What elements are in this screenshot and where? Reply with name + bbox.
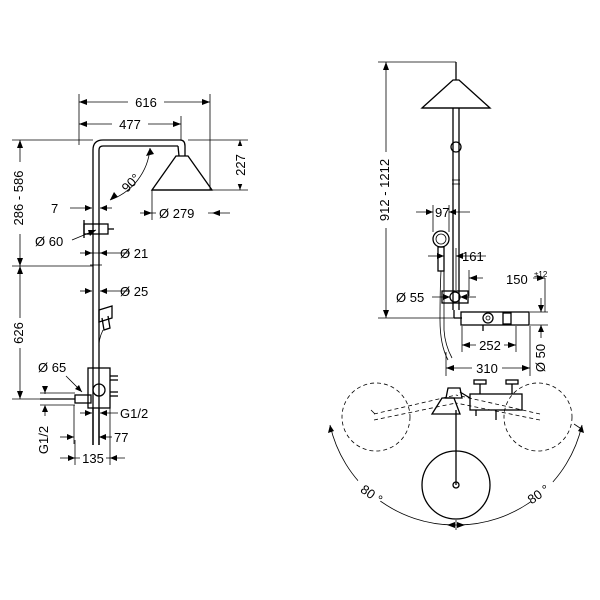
dim-252-label: 252 [479, 338, 501, 353]
dim-279-label: Ø 279 [159, 206, 194, 221]
dim-g12-left: G1/2 [36, 386, 51, 454]
dim-161-label: 161 [462, 249, 484, 264]
swing-circle-right [503, 382, 573, 452]
dim-d55-label: Ø 55 [396, 290, 424, 305]
dim-626: 626 [11, 266, 40, 400]
dim-477-label: 477 [119, 117, 141, 132]
dim-97: 97 [416, 205, 470, 232]
dim-d25-label: Ø 25 [120, 284, 148, 299]
dim-97-label: 97 [435, 205, 449, 220]
dim-310-label: 310 [476, 361, 498, 376]
swing-circle-left [341, 382, 411, 452]
thermostat-front [441, 290, 530, 331]
hand-shower-front [432, 230, 450, 272]
hose [98, 329, 104, 351]
hand-shower-holder [98, 305, 113, 331]
dim-d55: Ø 55 [396, 290, 476, 305]
dim-227: 227 [188, 139, 248, 191]
dim-g12-right: G1/2 [80, 406, 148, 421]
wall-connection [40, 392, 92, 406]
dim-77: 77 [60, 405, 128, 445]
dim-626-label: 626 [11, 322, 26, 344]
dim-616: 616 [78, 94, 211, 190]
dim-477: 477 [79, 116, 182, 140]
dim-912-1212-label: 912 - 1212 [377, 159, 392, 221]
head-top-view [421, 450, 491, 520]
dim-279: Ø 279 [140, 190, 230, 221]
dim-d21: Ø 21 [80, 246, 148, 261]
dim-d50: Ø 50 [530, 298, 548, 372]
dim-7: 7 [51, 201, 112, 216]
dim-g12-right-label: G1/2 [120, 406, 148, 421]
dim-286-586-label: 286 - 586 [11, 171, 26, 226]
dim-161: 161 [428, 248, 486, 290]
dim-135: 135 [60, 408, 125, 466]
dim-7-label: 7 [51, 201, 58, 216]
dim-g12-left-label: G1/2 [36, 426, 51, 454]
hose-front [439, 270, 453, 361]
shower-head-front [420, 62, 492, 109]
dim-150-tolerance: ±12 [534, 270, 548, 279]
top-view-mixer [430, 379, 523, 420]
dim-135-label: 135 [82, 451, 104, 466]
dim-227-label: 227 [233, 154, 248, 176]
dim-616-label: 616 [135, 95, 157, 110]
dim-d65-label: Ø 65 [38, 360, 66, 375]
dim-150-label: 150 [506, 272, 528, 287]
shower-head-side [150, 155, 214, 191]
dim-252: 252 [461, 326, 517, 353]
dim-286-586: 286 - 586 [11, 139, 93, 267]
right-front-view: 912 - 1212 97 161 [328, 61, 584, 530]
left-side-view: 616 477 227 286 [11, 94, 248, 466]
dim-d50-label: Ø 50 [533, 344, 548, 372]
dim-d60-label: Ø 60 [35, 234, 63, 249]
dim-90-label: 90° [119, 171, 144, 196]
dim-912-1212: 912 - 1212 [377, 61, 456, 319]
dim-d25: Ø 25 [80, 284, 148, 299]
dim-310: 310 [445, 326, 531, 376]
dim-77-label: 77 [114, 430, 128, 445]
dim-d60: Ø 60 [35, 229, 97, 249]
dim-d65: Ø 65 [38, 360, 83, 393]
dim-150: 150 ±12 [468, 270, 548, 312]
dim-d21-label: Ø 21 [120, 246, 148, 261]
